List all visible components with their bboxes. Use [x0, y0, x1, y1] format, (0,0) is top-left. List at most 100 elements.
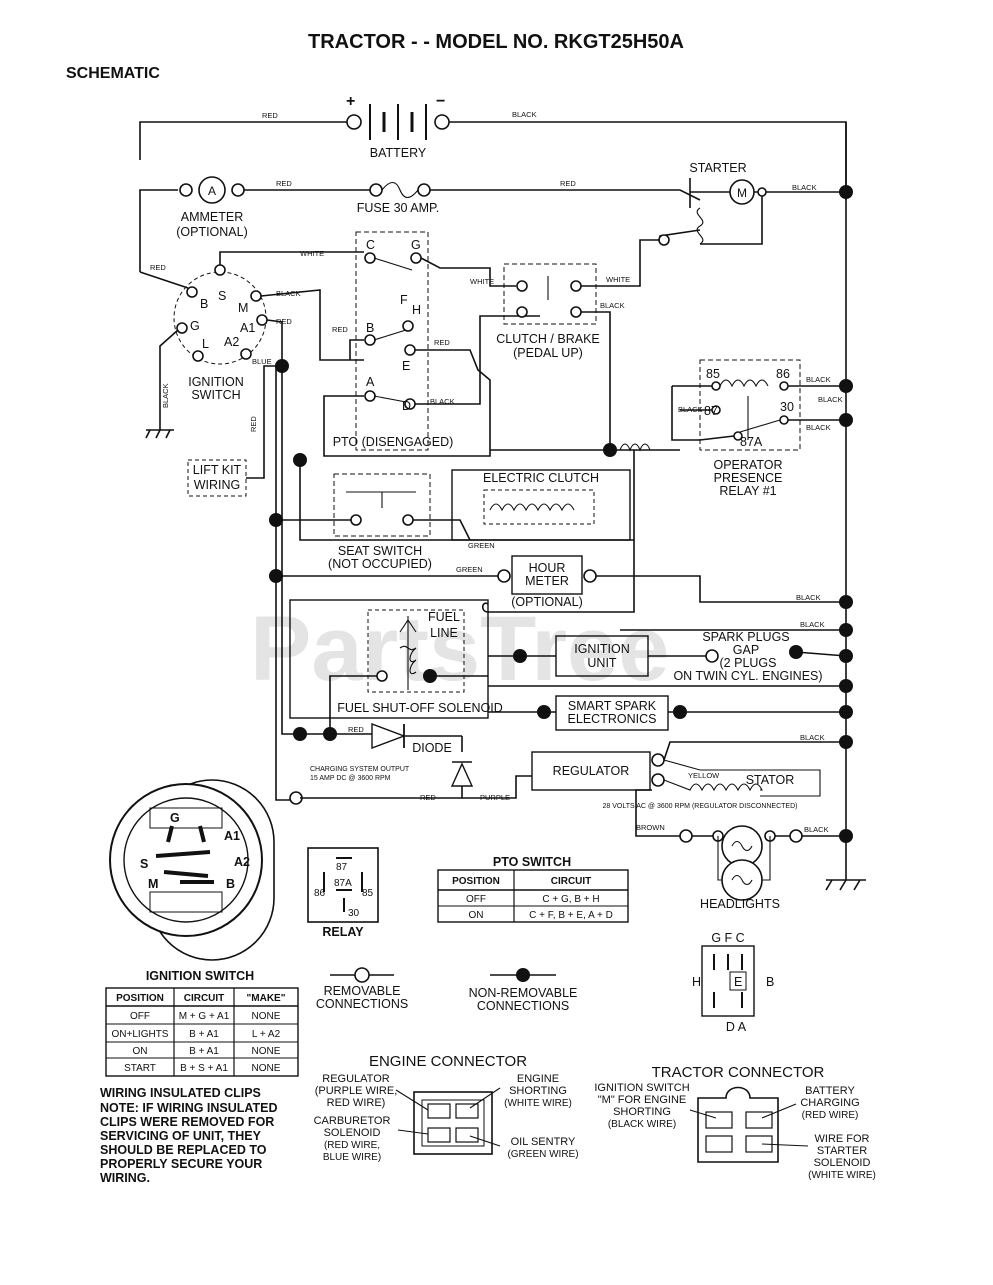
ignition-switch-schematic: B S M G A1 L A2 IGNITION SWITCH RED WHIT… [139, 249, 364, 735]
relay-pin-86: 86 [314, 888, 326, 899]
pto-table-header-position: POSITION [452, 876, 500, 887]
fuel-line-label-1: FUEL [428, 610, 460, 624]
engine-oil-0: OIL SENTRY [511, 1136, 576, 1148]
wire-black-spark: BLACK [800, 620, 825, 629]
relay-terminal-87a: 87A [740, 435, 763, 449]
battery-label: BATTERY [370, 146, 427, 160]
ign-table-row-2-circuit: B + A1 [189, 1046, 219, 1057]
pto-table-header-circuit: CIRCUIT [551, 876, 592, 887]
spark-plugs-label-3: (2 PLUGS [720, 656, 777, 670]
legend-removable-1: REMOVABLE [324, 984, 401, 998]
ign-table-row-2-position: ON [133, 1046, 148, 1057]
ign-terminal-l: L [202, 337, 209, 351]
plug-label-a2: A2 [234, 855, 250, 869]
tractor-connector-title: TRACTOR CONNECTOR [652, 1064, 825, 1081]
stator-note: 28 VOLTS AC @ 3600 RPM (REGULATOR DISCON… [603, 803, 798, 810]
clips-note-title: WIRING INSULATED CLIPS [100, 1086, 261, 1100]
ign-table-title: IGNITION SWITCH [146, 969, 254, 983]
clips-note-line-2: SERVICING OF UNIT, THEY [100, 1129, 262, 1143]
engine-carburetor-3: BLUE WIRE) [323, 1152, 381, 1163]
pto-terminal-e: E [402, 359, 410, 373]
engine-regulator-0: REGULATOR [322, 1073, 389, 1085]
ign-table-header-position: POSITION [116, 993, 164, 1004]
ign-table-row-0-make: NONE [252, 1011, 281, 1022]
operator-presence-relay: 85 86 87 30 87A OPERATOR PRESENCE RELAY … [671, 359, 846, 498]
wire-green-seat: GREEN [468, 541, 495, 550]
tractor-ign-1: "M" FOR ENGINE [598, 1094, 686, 1106]
ign-table-row-3-make: NONE [252, 1063, 281, 1074]
ignition-switch-label-2: SWITCH [191, 388, 240, 402]
ign-table-row-0-circuit: M + G + A1 [179, 1011, 230, 1022]
plug-label-m: M [148, 877, 158, 891]
headlights: HEADLIGHTS BROWN BLACK [635, 789, 846, 911]
wire-red-charging: RED [420, 793, 436, 802]
ignition-switch-table: IGNITION SWITCH POSITION CIRCUIT "MAKE" … [105, 969, 299, 1077]
lift-kit-label-1: LIFT KIT [193, 463, 242, 477]
engine-regulator-1: (PURPLE WIRE, [315, 1085, 398, 1097]
wire-blue-l: BLUE [252, 357, 272, 366]
pto-terminal-a: A [366, 375, 375, 389]
engine-regulator-2: RED WIRE) [327, 1097, 386, 1109]
tractor-connector: TRACTOR CONNECTOR IGNITION SWITCH "M" FO… [594, 1064, 876, 1181]
wire-black-ign: BLACK [276, 289, 301, 298]
wire-white-clutch: WHITE [470, 277, 494, 286]
ignition-unit-label-2: UNIT [587, 656, 617, 670]
regulator-label: REGULATOR [553, 764, 630, 778]
tractor-starter-1: STARTER [817, 1145, 867, 1157]
wire-red-pto: RED [332, 325, 348, 334]
pto-switch-schematic: C G F H B E A D PTO (DISENGAGED) RED RED… [323, 231, 540, 457]
hour-meter-label-1: HOUR [529, 561, 566, 575]
plug-label-b: B [226, 877, 235, 891]
engine-oil-1: (GREEN WIRE) [507, 1149, 578, 1160]
wire-white-ign: WHITE [300, 249, 324, 258]
headlights-label: HEADLIGHTS [700, 897, 780, 911]
battery-plus-label: + [346, 93, 355, 110]
engine-carburetor-0: CARBURETOR [314, 1115, 391, 1127]
hour-meter: HOUR METER (OPTIONAL) GREEN BLACK [269, 555, 846, 609]
pto-table-row-1-position: ON [469, 910, 484, 921]
hour-meter-label-2: METER [525, 574, 569, 588]
ign-table-row-3-position: START [124, 1063, 156, 1074]
pto-terminal-d: D [402, 399, 411, 413]
wire-red-pto-e: RED [434, 338, 450, 347]
plug-label-g: G [170, 811, 180, 825]
engine-carburetor-1: SOLENOID [324, 1127, 381, 1139]
engine-connector: ENGINE CONNECTOR REGULATOR (PURPLE WIRE,… [314, 1053, 579, 1163]
clutch-brake-switch: CLUTCH / BRAKE (PEDAL UP) WHITE BLACK [496, 239, 660, 450]
relay-terminal-85: 85 [706, 367, 720, 381]
wire-black-hour: BLACK [796, 593, 821, 602]
wire-purple: PURPLE [480, 793, 510, 802]
wire-black-30: BLACK [806, 423, 831, 432]
clips-note-line-5: WIRING. [100, 1171, 150, 1185]
seat-switch: SEAT SWITCH (NOT OCCUPIED) GREEN [269, 450, 635, 571]
ammeter-label-2: (OPTIONAL) [176, 225, 248, 239]
relay-pin-85: 85 [362, 888, 374, 899]
wire-black-clutch-out: BLACK [600, 301, 625, 310]
electric-clutch: ELECTRIC CLUTCH [293, 443, 680, 541]
pto-switch-table: PTO SWITCH POSITION CIRCUIT OFF C + G, B… [437, 855, 629, 923]
ammeter-fuse-starter: A AMMETER (OPTIONAL) FUSE 30 AMP. RED RE… [139, 161, 846, 272]
wire-black-regulator: BLACK [800, 733, 825, 742]
wire-black-ground: BLACK [161, 383, 170, 408]
wire-black-86: BLACK [818, 395, 843, 404]
wire-black-87: BLACK [678, 405, 703, 414]
spark-plugs-label-1: SPARK PLUGS [702, 630, 789, 644]
ign-terminal-m: M [238, 301, 248, 315]
ignition-switch-label-1: IGNITION [188, 375, 244, 389]
hour-meter-label-3: (OPTIONAL) [511, 595, 583, 609]
battery-minus-label: − [436, 93, 445, 110]
connection-legend: REMOVABLE CONNECTIONS NON-REMOVABLE CONN… [316, 967, 577, 1013]
tractor-battery-0: BATTERY [805, 1085, 855, 1097]
wire-yellow: YELLOW [688, 771, 720, 780]
pto-terminal-g: G [411, 238, 421, 252]
relay-label-3: RELAY #1 [719, 484, 776, 498]
diode-label: DIODE [412, 741, 452, 755]
pto-terminal-b: B [366, 321, 374, 335]
ign-table-header-make: "MAKE" [247, 993, 286, 1004]
relay-terminal-86: 86 [776, 367, 790, 381]
tractor-battery-1: CHARGING [800, 1097, 859, 1109]
ign-terminal-a1: A1 [240, 321, 255, 335]
pto-label: PTO (DISENGAGED) [333, 435, 454, 449]
